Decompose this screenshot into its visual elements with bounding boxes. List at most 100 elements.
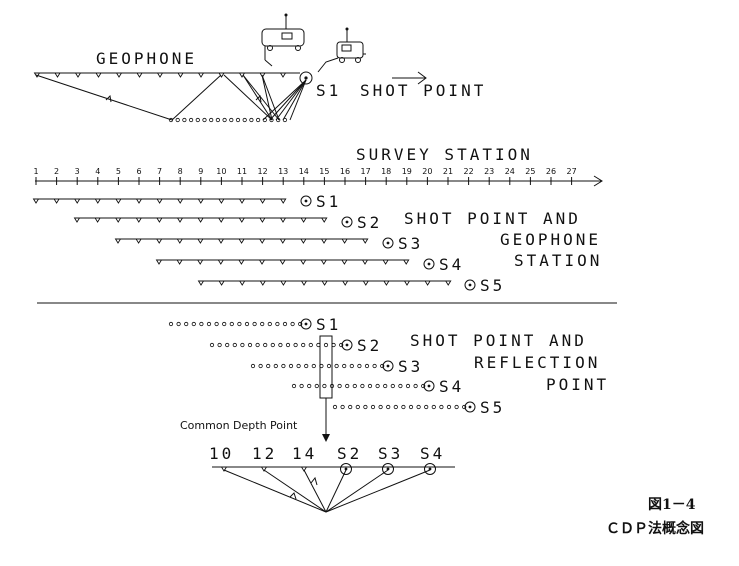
reflection-point (355, 404, 360, 410)
reflection-point (266, 363, 271, 369)
reflection-point (334, 363, 339, 369)
reflection-dots (168, 117, 287, 123)
gather-label: 12 (252, 444, 277, 463)
reflection-point (255, 342, 260, 348)
geophone-marker (176, 217, 184, 223)
reflection-point (439, 404, 444, 410)
geophone-marker (156, 72, 164, 78)
reflection-point (184, 321, 189, 327)
station-label: 13 (278, 167, 288, 176)
reflection-dot (229, 117, 234, 123)
reflection-point (260, 321, 265, 327)
geophone-marker (361, 259, 369, 265)
reflection-dot (209, 117, 214, 123)
reflection-point (217, 342, 222, 348)
geophone-marker (114, 238, 122, 244)
reflection-point (291, 383, 297, 389)
spread-shot-4 (423, 258, 435, 270)
geophone-marker (135, 238, 142, 244)
station-label: 5 (116, 167, 121, 176)
spread-shot-label: S2 (357, 213, 382, 232)
ray-arrow (105, 94, 112, 103)
reflection-point (386, 404, 391, 410)
reflection-point (273, 363, 278, 369)
reflection-label-line-1: SHOT POINT AND (410, 331, 587, 350)
reflection-point (298, 321, 303, 327)
reflection-point (247, 342, 253, 348)
geophone-marker (218, 280, 225, 286)
geophone-marker (279, 238, 287, 244)
geophone-marker (74, 72, 82, 78)
geophone-marker (53, 198, 60, 204)
reflection-point (258, 363, 263, 369)
reflection-shot-label: S4 (439, 377, 464, 396)
geophone-marker (280, 280, 287, 286)
station-label: 1 (33, 167, 38, 176)
reflection-point (393, 404, 398, 410)
gather-ray (325, 469, 347, 513)
spread-shot-label: S1 (316, 192, 341, 211)
gather-geophone (260, 466, 268, 472)
spread-shot-3-center (386, 241, 390, 245)
geophone-marker (424, 280, 431, 286)
shot-s1-label: S1 (316, 81, 341, 100)
station-label: 10 (216, 167, 226, 176)
gather-ray (223, 469, 327, 513)
spread-shot-4-center (427, 262, 431, 266)
spread-shot-2-center (345, 220, 349, 224)
geophone-marker (279, 217, 287, 223)
spread-label-line-1: SHOT POINT AND (404, 209, 581, 228)
geophone-marker (197, 217, 204, 223)
geophone-marker (300, 280, 308, 286)
reflection-point (370, 404, 376, 410)
geophone-marker (341, 259, 348, 265)
cdp-arrow-head (322, 434, 330, 442)
gather-ray (303, 469, 327, 513)
geophone-marker (115, 72, 123, 78)
reflection-shot-2-center (345, 343, 349, 347)
gather-label: S2 (337, 444, 362, 463)
reflection-point (360, 383, 365, 389)
gather-label: 14 (292, 444, 317, 463)
station-label: 27 (567, 167, 577, 176)
station-label: 26 (546, 167, 556, 176)
geophone-marker (238, 217, 246, 223)
shot-point-s1-center (304, 76, 308, 80)
reflection-point (424, 404, 429, 410)
reflection-point (199, 321, 204, 327)
station-label: 20 (422, 167, 432, 176)
station-label: 12 (258, 167, 268, 176)
station-label: 3 (75, 167, 80, 176)
geophone-marker (217, 217, 225, 223)
reflection-point (323, 342, 329, 348)
reflection-point (378, 404, 383, 410)
geophone-marker (196, 259, 204, 265)
geophone-marker (217, 259, 225, 265)
station-label: 8 (178, 167, 183, 176)
reflection-point (332, 404, 338, 410)
reflection-dot (195, 117, 200, 123)
geophone-marker (238, 198, 246, 204)
reflection-shot-5-center (468, 405, 472, 409)
reflection-point (296, 363, 301, 369)
gather-ray (263, 469, 327, 513)
reflection-point (339, 342, 344, 348)
geophone-marker (114, 217, 122, 223)
reflection-point (222, 321, 227, 327)
geophone-marker (94, 198, 102, 204)
reflection-point (380, 363, 385, 369)
reflection-point (345, 383, 350, 389)
reflection-point (390, 383, 395, 389)
geophone-marker (176, 259, 183, 265)
reflection-dot (235, 117, 241, 123)
reflection-point (168, 321, 174, 327)
reflection-point (349, 363, 354, 369)
reflection-point (278, 342, 283, 348)
reflection-shot-label: S2 (357, 336, 382, 355)
gather-shot-center (386, 467, 390, 471)
station-label: 22 (464, 167, 474, 176)
ray-line (242, 74, 280, 121)
reflection-shot-1 (300, 318, 312, 330)
